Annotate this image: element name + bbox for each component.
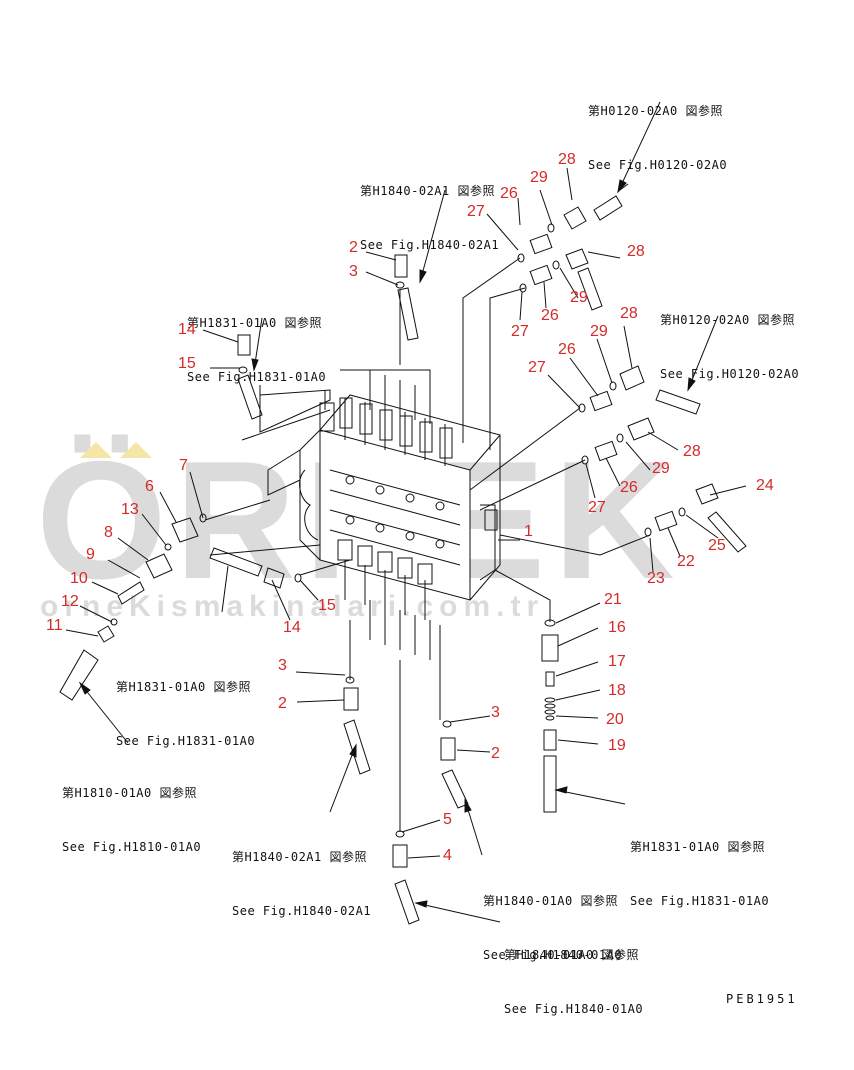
part-callout: 23 — [647, 570, 665, 587]
part-callout: 20 — [606, 711, 624, 728]
part-callout: 15 — [318, 597, 336, 614]
part-callout: 28 — [627, 243, 645, 260]
part-callout: 29 — [570, 289, 588, 306]
reference-en: See Fig.H1840-02A1 — [232, 904, 372, 918]
part-callout: 27 — [588, 499, 606, 516]
part-callout: 28 — [558, 151, 576, 168]
reference-jp: 第H1840-02A1 図参照 — [360, 184, 495, 198]
part-callout: 21 — [604, 591, 622, 608]
part-callout: 2 — [278, 695, 287, 712]
reference-en: See Fig.H1831-01A0 — [630, 894, 770, 908]
reference-arrows — [78, 101, 719, 923]
pilot-lines-top — [324, 369, 431, 424]
reference-jp: 第H1810-01A0 図参照 — [62, 786, 197, 800]
part-callout: 18 — [608, 682, 626, 699]
reference-jp: 第H1831-01A0 図参照 — [187, 316, 322, 330]
figure-reference: 第H1831-01A0 図参照 See Fig.H1831-01A0 — [630, 802, 769, 946]
part-callout: 2 — [491, 745, 500, 762]
reference-jp: 第H1840-01A0 図参照 — [483, 894, 618, 908]
figure-id: PEB1951 — [726, 992, 798, 1006]
part-callout: 17 — [608, 653, 626, 670]
part-callout: 9 — [86, 546, 95, 563]
fitting-group-left — [59, 254, 419, 701]
reference-jp: 第H0120-02A0 図参照 — [588, 104, 723, 118]
watermark-dot-right — [120, 442, 152, 458]
reference-jp: 第H1831-01A0 図参照 — [630, 840, 765, 854]
callout-leaders — [65, 167, 747, 859]
figure-reference: 第H1831-01A0 図参照 See Fig.H1831-01A0 — [187, 278, 326, 422]
part-callout: 6 — [145, 478, 154, 495]
figure-reference: 第H1840-02A1 図参照 See Fig.H1840-02A1 — [232, 812, 371, 956]
reference-en: See Fig.H1840-02A1 — [360, 238, 500, 252]
part-callout: 29 — [530, 169, 548, 186]
part-callout: 25 — [708, 537, 726, 554]
part-callout: 5 — [443, 811, 452, 828]
reference-en: See Fig.H1810-01A0 — [62, 840, 202, 854]
part-callout: 13 — [121, 501, 139, 518]
part-callout: 24 — [756, 477, 774, 494]
part-callout: 26 — [620, 479, 638, 496]
part-callout: 27 — [528, 359, 546, 376]
part-callout: 27 — [511, 323, 529, 340]
part-callout: 27 — [467, 203, 485, 220]
part-callout: 11 — [46, 617, 63, 634]
reference-jp: 第H1840-02A1 図参照 — [232, 850, 367, 864]
figure-reference: 第H0120-02A0 図参照 See Fig.H0120-02A0 — [660, 275, 799, 419]
reference-en: See Fig.H1831-01A0 — [187, 370, 327, 384]
reference-en: See Fig.H1840-01A0 — [504, 1002, 644, 1016]
reference-en: See Fig.H1831-01A0 — [116, 734, 256, 748]
part-callout: 28 — [683, 443, 701, 460]
part-callout: 3 — [278, 657, 287, 674]
reference-en: See Fig.H0120-02A0 — [660, 367, 800, 381]
part-callout: 29 — [652, 460, 670, 477]
part-callout: 10 — [70, 570, 88, 587]
figure-reference: 第H1831-01A0 図参照 See Fig.H1831-01A0 — [116, 642, 255, 786]
part-callout: 19 — [608, 737, 626, 754]
figure-reference: 第H1840-01A0 図参照 See Fig.H1840-01A0 — [504, 910, 643, 1054]
part-callout: 29 — [590, 323, 608, 340]
leader-lines — [204, 257, 651, 832]
figure-reference: 第H1840-01A0 図参照 See Fig.H1840-01A0 — [483, 856, 622, 1000]
part-callout: 2 — [349, 239, 358, 256]
reference-jp: 第H0120-02A0 図参照 — [660, 313, 795, 327]
control-valve-body — [267, 394, 501, 620]
reference-en: See Fig.H1840-01A0 — [483, 948, 623, 962]
reference-jp: 第H1840-01A0 図参照 — [504, 948, 639, 962]
pilot-lines-bottom — [369, 600, 431, 660]
part-callout: 26 — [541, 307, 559, 324]
part-callout: 14 — [283, 619, 301, 636]
part-callout: 15 — [178, 355, 196, 372]
figure-reference: 第H1840-02A1 図参照 See Fig.H1840-02A1 — [360, 146, 499, 290]
reference-en: See Fig.H0120-02A0 — [588, 158, 728, 172]
figure-reference: 第H0120-02A0 図参照 See Fig.H0120-02A0 — [588, 66, 727, 210]
part-callout: 14 — [178, 321, 196, 338]
part-callout: 7 — [179, 457, 188, 474]
part-callout: 3 — [349, 263, 358, 280]
part-callout: 16 — [608, 619, 626, 636]
part-callout: 28 — [620, 305, 638, 322]
watermark-dot-left — [80, 442, 112, 458]
figure-reference: 第H1810-01A0 図参照 See Fig.H1810-01A0 — [62, 748, 201, 892]
part-callout: 22 — [677, 553, 695, 570]
fitting-group-upper-right — [517, 183, 747, 553]
part-callout: 8 — [104, 524, 113, 541]
part-callout: 1 — [524, 523, 533, 540]
part-callout: 4 — [443, 847, 452, 864]
part-callout: 26 — [500, 185, 518, 202]
part-callout: 3 — [491, 704, 500, 721]
fitting-group-bottom — [343, 619, 559, 925]
part-callout: 26 — [558, 341, 576, 358]
reference-jp: 第H1831-01A0 図参照 — [116, 680, 251, 694]
part-callout: 12 — [61, 593, 79, 610]
